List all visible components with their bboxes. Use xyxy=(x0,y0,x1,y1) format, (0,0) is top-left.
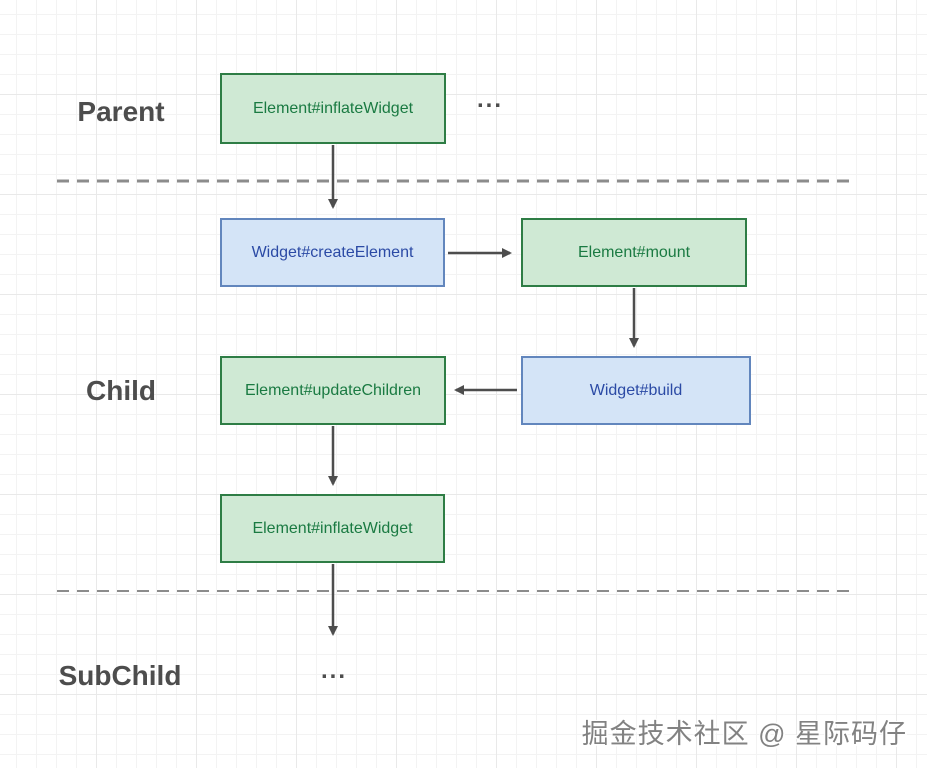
lane-label-child: Child xyxy=(86,375,156,406)
node-widget-build: Widget#build xyxy=(521,356,751,425)
lane-label-subchild: SubChild xyxy=(58,660,182,691)
ellipsis-subchild-more: ... xyxy=(320,657,347,684)
lane-label-parent: Parent xyxy=(77,96,165,127)
node-element-inflatewidget-parent: Element#inflateWidget xyxy=(220,73,446,144)
node-widget-createelement: Widget#createElement xyxy=(220,218,445,287)
node-element-mount: Element#mount xyxy=(521,218,747,287)
node-element-inflatewidget-child: Element#inflateWidget xyxy=(220,494,445,563)
node-element-updatechildren: Element#updateChildren xyxy=(220,356,446,425)
ellipsis-parent-more: ... xyxy=(476,86,503,113)
watermark-text: 掘金技术社区 @ 星际码仔 xyxy=(581,719,907,749)
